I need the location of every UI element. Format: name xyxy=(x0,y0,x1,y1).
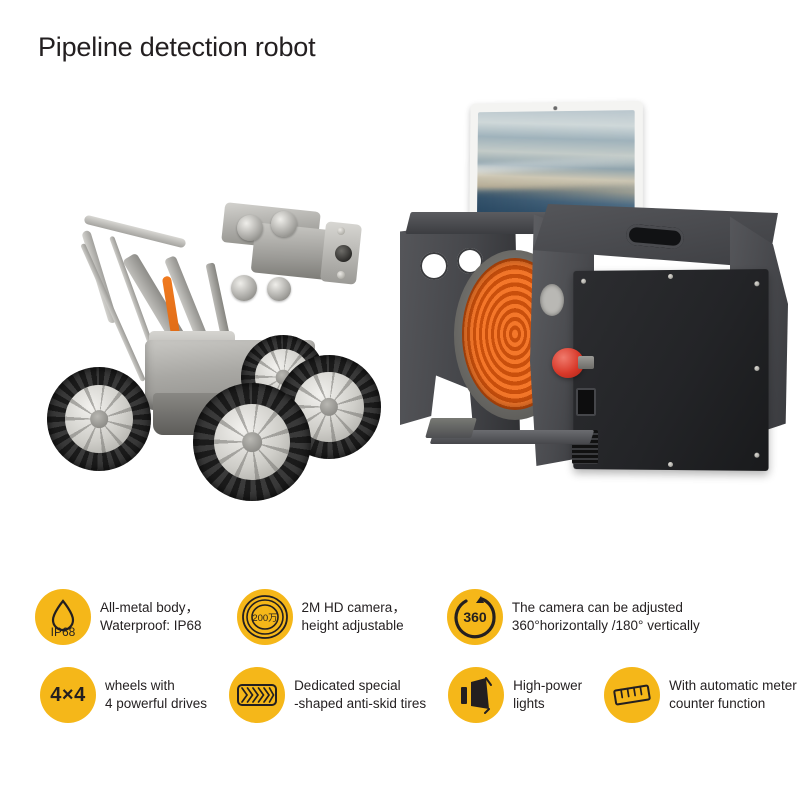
product-image-stage xyxy=(0,85,800,555)
feature-four-wheel-drive: 4×4 wheels with 4 powerful drives xyxy=(40,667,207,723)
tire-tread-icon xyxy=(229,667,286,723)
feature-high-power-lights: High-power lights xyxy=(448,667,582,723)
reel-crank-shaft xyxy=(578,356,594,369)
crawler-arm-pivot xyxy=(267,277,291,301)
lamp-light-icon xyxy=(448,667,505,723)
ruler-meter-icon xyxy=(604,667,661,723)
feature-label: The camera can be adjusted 360°horizonta… xyxy=(511,600,700,633)
four-by-four-icon: 4×4 xyxy=(40,667,96,723)
feature-label: Dedicated special -shaped anti-skid tire… xyxy=(294,678,427,711)
feature-row-1: IP68 All-metal body， Waterproof: IP68 20… xyxy=(0,578,800,656)
feature-camera: 200万 2M HD camera， height adjustable xyxy=(236,589,406,645)
control-box-screw xyxy=(581,278,587,284)
camera-lens-icon: 200万 xyxy=(236,589,293,645)
crawler-camera-bolt xyxy=(337,227,345,235)
badge-text: 4×4 xyxy=(50,683,86,706)
page-title: Pipeline detection robot xyxy=(38,32,316,62)
control-box-screw xyxy=(754,452,760,458)
svg-text:IP68: IP68 xyxy=(51,625,76,639)
pipeline-crawler-robot-image xyxy=(45,202,385,501)
feature-label: wheels with 4 powerful drives xyxy=(105,678,208,711)
feature-label: High-power lights xyxy=(513,678,583,711)
control-box-screw xyxy=(754,281,760,287)
feature-rotation: 360 The camera can be adjusted 360°horiz… xyxy=(446,589,700,645)
feature-list: IP68 All-metal body， Waterproof: IP68 20… xyxy=(0,578,800,734)
control-box-screw xyxy=(668,461,673,468)
feature-label: With automatic meter counter function xyxy=(669,678,797,711)
control-box-screw xyxy=(754,365,760,372)
cable-reel-control-unit-image xyxy=(400,100,790,520)
feature-label: 2M HD camera， height adjustable xyxy=(301,600,406,633)
tablet-camera-icon xyxy=(552,105,557,110)
rotation-360-icon: 360 xyxy=(446,589,503,645)
svg-text:200万: 200万 xyxy=(252,613,277,624)
feature-row-2: 4×4 wheels with 4 powerful drives xyxy=(0,656,800,734)
reel-side-plate-hole xyxy=(540,284,564,316)
crawler-arm-pivot xyxy=(237,215,263,241)
svg-text:360: 360 xyxy=(463,609,487,625)
control-box xyxy=(573,269,769,471)
waterdrop-ip68-icon: IP68 xyxy=(35,589,91,645)
crawler-arm-pivot xyxy=(271,211,297,237)
crawler-wheel-hub xyxy=(65,385,133,453)
control-box-screw xyxy=(668,273,673,280)
power-port[interactable] xyxy=(576,388,596,416)
crawler-wheel-front-left xyxy=(47,367,151,471)
feature-meter-counter: With automatic meter counter function xyxy=(604,667,797,723)
crawler-wheel-hub xyxy=(214,404,290,480)
crawler-wheel-front-right xyxy=(193,383,311,501)
feature-waterproof: IP68 All-metal body， Waterproof: IP68 xyxy=(35,589,202,645)
crawler-handle-bar xyxy=(83,214,187,249)
tablet-screen-pipe-view xyxy=(477,110,635,220)
feature-anti-skid-tires: Dedicated special -shaped anti-skid tire… xyxy=(229,667,426,723)
crawler-camera-bolt xyxy=(337,271,345,279)
feature-label: All-metal body， Waterproof: IP68 xyxy=(100,600,202,633)
crawler-camera-lens xyxy=(335,245,352,262)
reel-frame-hole xyxy=(420,252,448,280)
unit-base-foot xyxy=(425,418,477,438)
crawler-arm-pivot xyxy=(231,275,257,301)
